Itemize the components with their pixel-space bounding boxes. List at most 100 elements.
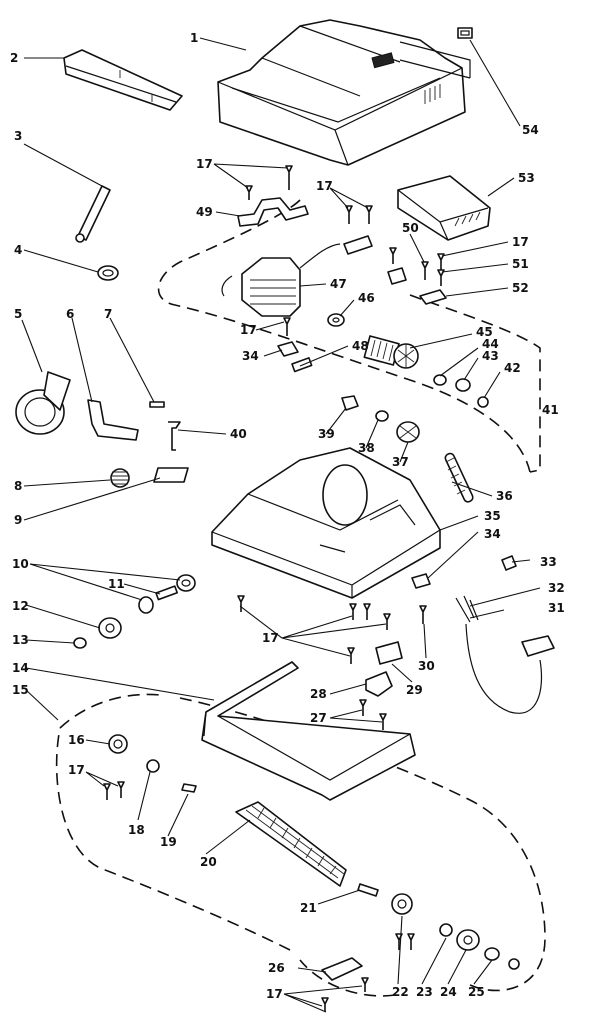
callout-47: 47 xyxy=(330,277,347,291)
part-17-screw-bracket-a xyxy=(343,235,373,255)
callout-48: 48 xyxy=(352,339,369,353)
callout-9: 9 xyxy=(14,513,22,527)
callout-53: 53 xyxy=(518,171,535,185)
callout-1: 1 xyxy=(190,31,198,45)
callout-3: 3 xyxy=(14,129,22,143)
callout-51: 51 xyxy=(512,257,529,271)
callout-43: 43 xyxy=(482,349,499,363)
callout-23: 23 xyxy=(416,985,433,999)
callout-49: 49 xyxy=(196,205,213,219)
part-18-bearing xyxy=(146,759,160,773)
callout-32: 32 xyxy=(548,581,565,595)
callout-17d: 17 xyxy=(196,157,213,171)
callout-2: 2 xyxy=(10,51,18,65)
part-33-nozzle xyxy=(501,555,517,571)
part-12-wheel xyxy=(98,617,122,639)
callout-29: 29 xyxy=(406,683,423,697)
callout-17e: 17 xyxy=(316,179,333,193)
callout-52: 52 xyxy=(512,281,529,295)
callout-6: 6 xyxy=(66,307,74,321)
part-13-washer xyxy=(73,637,87,649)
part-42-bearing xyxy=(477,396,489,408)
callout-7: 7 xyxy=(104,307,112,321)
callout-41: 41 xyxy=(542,403,559,417)
callout-42: 42 xyxy=(504,361,521,375)
callout-22: 22 xyxy=(392,985,409,999)
part-6-bracket xyxy=(87,399,139,441)
callout-38: 38 xyxy=(358,441,375,455)
part-1-hood xyxy=(217,19,466,166)
callout-4: 4 xyxy=(14,243,22,257)
callout-17c: 17 xyxy=(240,323,257,337)
part-52-terminal xyxy=(419,289,447,305)
callout-46: 46 xyxy=(358,291,375,305)
callout-13: 13 xyxy=(12,633,29,647)
callout-11: 11 xyxy=(108,577,125,591)
callout-8: 8 xyxy=(14,479,22,493)
callout-labels: 1 2 3 4 5 6 7 8 9 10 11 12 13 14 15 16 1… xyxy=(10,31,565,1001)
callout-14: 14 xyxy=(12,661,29,675)
callout-17f: 17 xyxy=(512,235,529,249)
part-32-wire xyxy=(455,595,479,623)
callout-28: 28 xyxy=(310,687,327,701)
leader-17g xyxy=(239,605,387,657)
part-4-clamp xyxy=(97,265,119,281)
part-9-plate xyxy=(153,467,189,483)
part-26-bracket xyxy=(321,957,363,981)
part-40-screw xyxy=(168,421,181,451)
part-47-motor xyxy=(221,243,341,317)
part-17-screw-bracket-b xyxy=(387,267,407,285)
part-5-latch-ring xyxy=(15,371,71,435)
part-44-washer xyxy=(433,374,447,386)
part-22-end-cap xyxy=(391,893,413,915)
part-19-shaft xyxy=(181,783,197,793)
callout-12: 12 xyxy=(12,599,29,613)
part-46-washer xyxy=(327,313,345,327)
part-21-shaft xyxy=(357,883,379,897)
part-16-end-cap xyxy=(108,734,128,754)
callout-20: 20 xyxy=(200,855,217,869)
part-54-switch xyxy=(457,27,473,39)
callout-35: 35 xyxy=(484,509,501,523)
callout-45: 45 xyxy=(476,325,493,339)
callout-40: 40 xyxy=(230,427,247,441)
part-24-washer xyxy=(484,947,500,961)
part-49-bracket xyxy=(237,197,309,227)
part-43-washer xyxy=(455,378,471,392)
part-1-hood-detail-box xyxy=(399,41,471,79)
callout-27: 27 xyxy=(310,711,327,725)
callout-19: 19 xyxy=(160,835,177,849)
callout-5: 5 xyxy=(14,307,22,321)
callout-39: 39 xyxy=(318,427,335,441)
part-34-brush-holder-upper xyxy=(277,341,299,357)
callout-15: 15 xyxy=(12,683,29,697)
part-7-pin xyxy=(149,401,165,408)
callout-16: 16 xyxy=(68,733,85,747)
callout-37: 37 xyxy=(392,455,409,469)
callout-44: 44 xyxy=(482,337,499,351)
callout-17: 17 xyxy=(68,763,85,777)
screws xyxy=(103,165,445,1012)
callout-34: 34 xyxy=(484,527,501,541)
callout-10: 10 xyxy=(12,557,29,571)
callout-26: 26 xyxy=(268,961,285,975)
part-23-bearing xyxy=(439,923,453,937)
leader-lines xyxy=(21,37,541,1013)
callout-31: 31 xyxy=(548,601,565,615)
part-53-motor-cover xyxy=(397,175,491,241)
part-34-brush-holder-lower xyxy=(411,573,431,589)
callout-30: 30 xyxy=(418,659,435,673)
callout-18: 18 xyxy=(128,823,145,837)
part-31-cord xyxy=(465,623,555,714)
callout-36: 36 xyxy=(496,489,513,503)
part-8-spring xyxy=(110,468,130,488)
callout-25: 25 xyxy=(468,985,485,999)
part-23-pulley xyxy=(456,929,480,951)
part-37-pulley xyxy=(396,421,420,443)
part-39-bearing xyxy=(341,395,359,411)
part-20-brushroll xyxy=(235,801,347,887)
part-3-wrench xyxy=(75,185,111,243)
part-10-bolt xyxy=(138,596,154,614)
part-29-pad xyxy=(375,641,403,665)
